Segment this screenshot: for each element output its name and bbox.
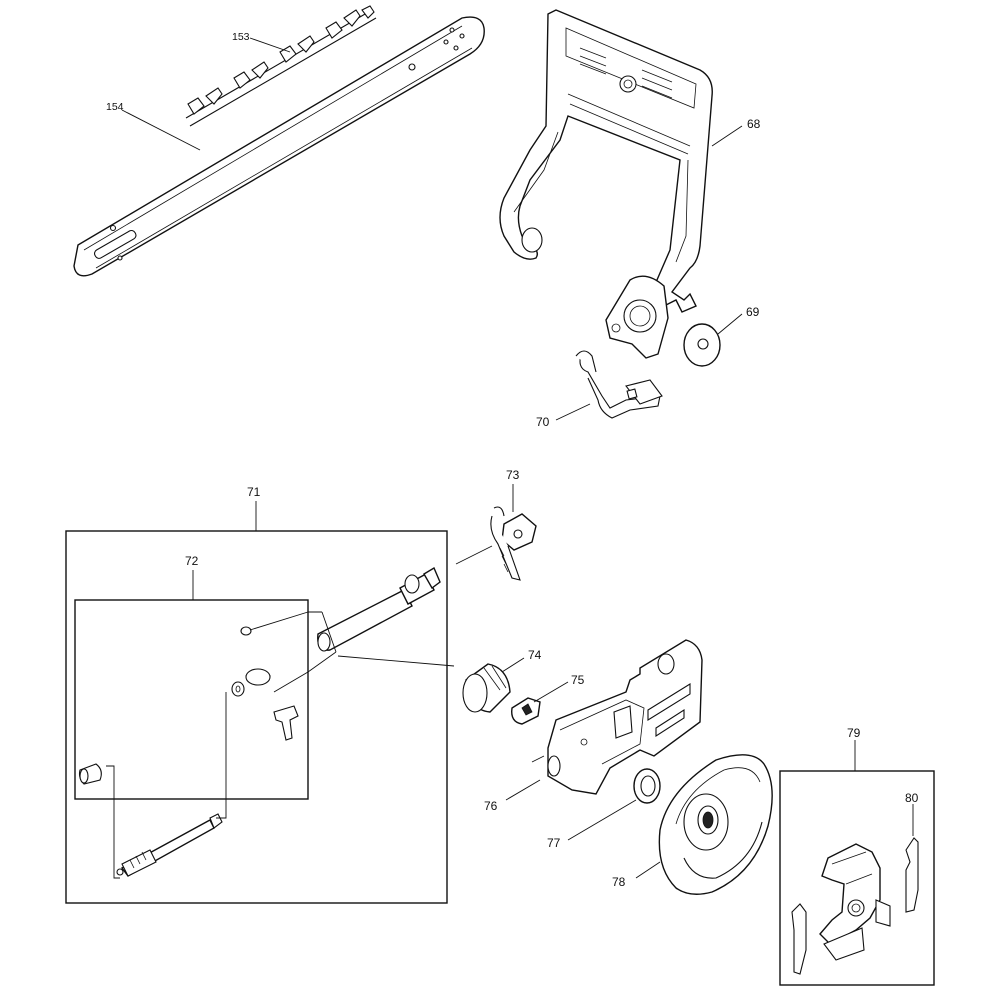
callout-154: 154: [106, 101, 124, 113]
callout-153: 153: [232, 31, 250, 43]
hand-guard-part[interactable]: [499, 9, 713, 359]
assembly-71-frame: [65, 530, 448, 904]
coil-spring-part[interactable]: [245, 668, 271, 686]
pin-screw-part[interactable]: [273, 705, 299, 741]
callout-69: 69: [746, 305, 760, 319]
bracket-part[interactable]: [511, 697, 541, 725]
callout-71: 71: [247, 485, 261, 499]
callout-77: 77: [547, 836, 561, 850]
tensioner-screw-part[interactable]: [490, 506, 537, 581]
e-ring-part[interactable]: [240, 626, 252, 636]
clutch-spring-part[interactable]: [791, 837, 919, 975]
saw-chain-part[interactable]: [185, 5, 377, 127]
adjuster-shaft-part[interactable]: [317, 566, 441, 652]
callout-80: 80: [905, 791, 919, 805]
brake-spring-part[interactable]: [575, 350, 663, 419]
clutch-shoe-part[interactable]: [819, 843, 891, 961]
thrust-washer-part[interactable]: [633, 768, 661, 804]
callout-78: 78: [612, 875, 626, 889]
callout-75: 75: [571, 673, 585, 687]
callout-72: 72: [185, 554, 199, 568]
adjuster-rod-part[interactable]: [116, 813, 223, 877]
callout-76: 76: [484, 799, 498, 813]
clutch-drum-part[interactable]: [658, 754, 773, 895]
sprocket-cover-part[interactable]: [531, 639, 703, 795]
callout-70: 70: [536, 415, 550, 429]
callout-79: 79: [847, 726, 861, 740]
leader-lines: [106, 37, 914, 879]
assembly-79-frame: [779, 770, 935, 986]
small-washer-part[interactable]: [231, 681, 245, 697]
sprocket-nut-part[interactable]: [462, 663, 511, 713]
cap-part[interactable]: [78, 763, 102, 785]
washer-part[interactable]: [683, 323, 721, 367]
callout-74: 74: [528, 648, 542, 662]
callout-73: 73: [506, 468, 520, 482]
guide-bar-part[interactable]: [73, 16, 485, 277]
assembly-72-frame: [74, 599, 309, 800]
callout-68: 68: [747, 117, 761, 131]
